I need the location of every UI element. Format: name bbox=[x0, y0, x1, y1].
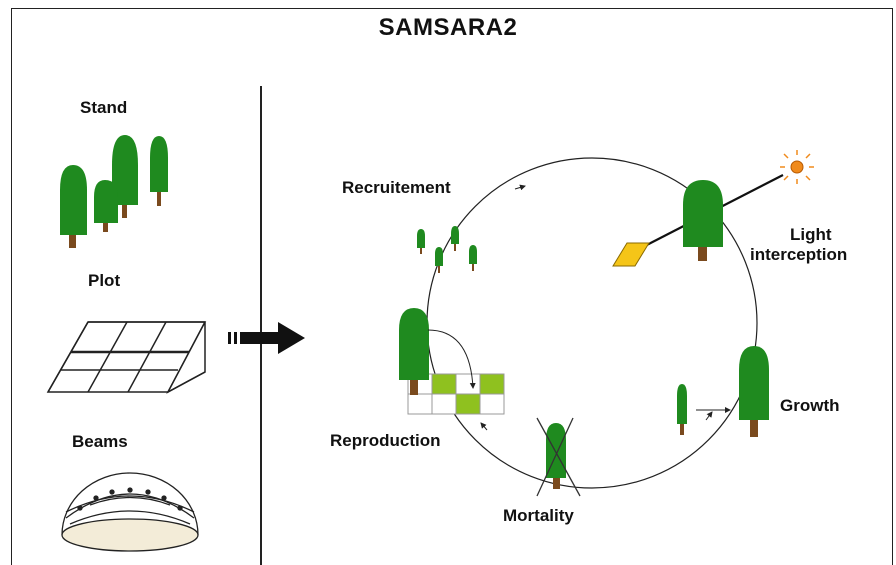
growth-small-tree-icon bbox=[677, 384, 687, 435]
mortality-label: Mortality bbox=[503, 506, 574, 525]
reproduction-tree-icon bbox=[399, 308, 429, 395]
mortality-tree-icon bbox=[536, 417, 581, 497]
diagram-frame bbox=[11, 8, 893, 565]
reproduction-label: Reproduction bbox=[330, 431, 441, 450]
seed-dispersal-arrow bbox=[427, 329, 476, 389]
stand-trees-icon bbox=[60, 135, 168, 248]
sun-icon bbox=[780, 150, 814, 184]
panel-divider bbox=[260, 86, 262, 565]
recruitement-label: Recruitement bbox=[342, 178, 451, 197]
growth-large-tree-icon bbox=[739, 346, 769, 437]
cycle-arrow-right bbox=[705, 411, 713, 421]
leaf-surface-icon bbox=[612, 242, 650, 267]
thick-right-arrow-icon bbox=[228, 322, 305, 354]
growth-label: Growth bbox=[780, 396, 840, 415]
cycle-arrow-top bbox=[514, 184, 526, 191]
cycle-arrow-left bbox=[480, 422, 488, 431]
light-label-line2: interception bbox=[750, 245, 848, 264]
beams-label: Beams bbox=[72, 432, 128, 451]
plot-label: Plot bbox=[88, 271, 121, 290]
diagram-title: SAMSARA2 bbox=[378, 14, 518, 41]
beams-hemisphere-icon bbox=[61, 472, 199, 552]
light-tree-icon bbox=[683, 180, 723, 261]
recruitement-seedlings-icon bbox=[417, 226, 477, 273]
stand-label: Stand bbox=[80, 98, 128, 117]
light-label-line1: Light bbox=[790, 225, 832, 244]
plot-grid-icon bbox=[46, 321, 207, 394]
